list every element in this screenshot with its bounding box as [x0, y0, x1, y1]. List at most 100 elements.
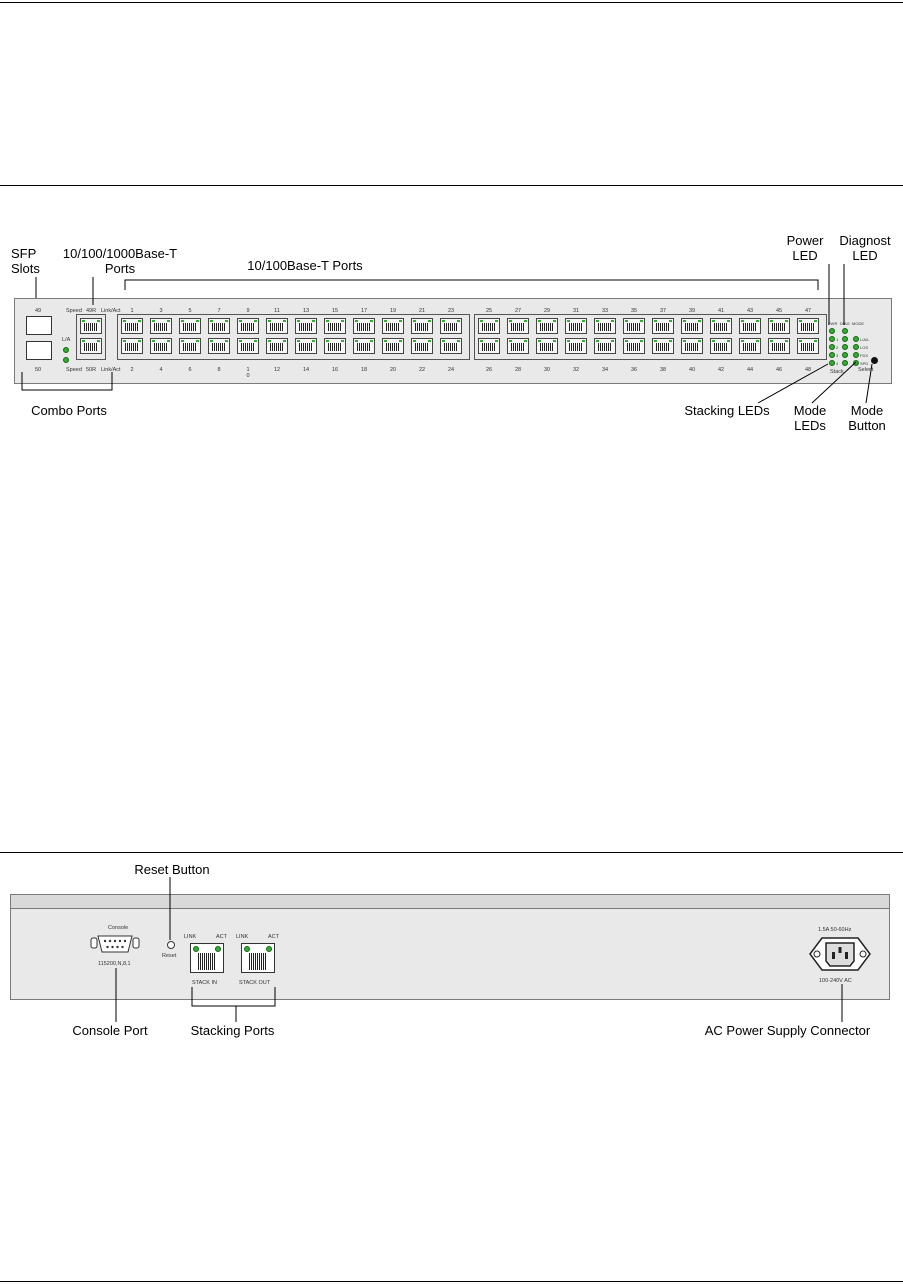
port-20[interactable]	[382, 338, 404, 354]
stack-led-3	[829, 352, 835, 358]
port-4[interactable]	[150, 338, 172, 354]
sfp-50-label: 50	[35, 367, 42, 373]
port-33[interactable]	[594, 318, 616, 334]
port-number-label: 15	[331, 308, 339, 314]
port-49r[interactable]	[80, 318, 102, 334]
sfp-50-led	[63, 357, 69, 363]
port-42[interactable]	[710, 338, 732, 354]
port-27[interactable]	[507, 318, 529, 334]
combo-ports-callout: Combo Ports	[31, 403, 107, 418]
speed-bottom-label: Speed	[66, 367, 82, 373]
port-41[interactable]	[710, 318, 732, 334]
port-number-label: 34	[601, 367, 609, 373]
port-34[interactable]	[594, 338, 616, 354]
stack-out-port[interactable]	[241, 943, 275, 973]
stack-led-label: 3	[836, 353, 839, 358]
port-21[interactable]	[411, 318, 433, 334]
mode-led-label: SPD	[860, 361, 869, 366]
port-25[interactable]	[478, 318, 500, 334]
port-40[interactable]	[681, 338, 703, 354]
sfp-slots-callout: SFP Slots	[11, 246, 40, 276]
port-11[interactable]	[266, 318, 288, 334]
rear-callout-lines	[115, 877, 843, 1022]
reset-button[interactable]	[167, 941, 175, 949]
gig-port-group	[76, 314, 106, 360]
sfp-slot-49[interactable]	[26, 316, 52, 335]
port-number-label: 1 0	[246, 367, 250, 379]
mode-led-label: LOS	[860, 345, 869, 350]
port-46[interactable]	[768, 338, 790, 354]
mode-led-los	[842, 344, 848, 350]
port-39[interactable]	[681, 318, 703, 334]
port-50r[interactable]	[80, 338, 102, 354]
port-38[interactable]	[652, 338, 674, 354]
power-led-callout: Power LED	[786, 233, 824, 263]
port-45[interactable]	[768, 318, 790, 334]
port-number-label: 45	[775, 308, 783, 314]
mode-led-fdx	[842, 352, 848, 358]
mode-indicator-led	[853, 336, 859, 342]
diag-led-callout: Diagnost LED	[839, 233, 891, 263]
port-5[interactable]	[179, 318, 201, 334]
port-2[interactable]	[121, 338, 143, 354]
port-22[interactable]	[411, 338, 433, 354]
port-48[interactable]	[797, 338, 819, 354]
port-28[interactable]	[507, 338, 529, 354]
port-number-label: 3	[159, 308, 163, 314]
link1-label: LINK	[184, 934, 197, 940]
section-rule-front	[0, 185, 903, 186]
port-6[interactable]	[179, 338, 201, 354]
port-3[interactable]	[150, 318, 172, 334]
voltage-label: 100-240V AC	[819, 978, 852, 984]
port-16[interactable]	[324, 338, 346, 354]
select-label: Select	[858, 367, 874, 373]
port-block-1-24	[117, 314, 470, 360]
port-number-label: 41	[717, 308, 725, 314]
port-37[interactable]	[652, 318, 674, 334]
port-1[interactable]	[121, 318, 143, 334]
mode-label: MODE	[852, 321, 864, 326]
console-port[interactable]	[90, 934, 140, 954]
port-26[interactable]	[478, 338, 500, 354]
port-30[interactable]	[536, 338, 558, 354]
port-32[interactable]	[565, 338, 587, 354]
port-10[interactable]	[237, 338, 259, 354]
port-36[interactable]	[623, 338, 645, 354]
port-9[interactable]	[237, 318, 259, 334]
sfp-slot-50[interactable]	[26, 341, 52, 360]
port-47[interactable]	[797, 318, 819, 334]
power-rating-label: 1.5A 50-60Hz	[818, 927, 852, 933]
port-12[interactable]	[266, 338, 288, 354]
port-31[interactable]	[565, 318, 587, 334]
port-number-label: 23	[447, 308, 455, 314]
port-19[interactable]	[382, 318, 404, 334]
stack-in-port[interactable]	[190, 943, 224, 973]
port-7[interactable]	[208, 318, 230, 334]
port-50r-label: 50R	[86, 367, 97, 373]
port-15[interactable]	[324, 318, 346, 334]
port-8[interactable]	[208, 338, 230, 354]
port-35[interactable]	[623, 318, 645, 334]
port-number-label: 30	[543, 367, 551, 373]
port-23[interactable]	[440, 318, 462, 334]
port-44[interactable]	[739, 338, 761, 354]
stack-led-2	[829, 344, 835, 350]
port-number-label: 8	[217, 367, 221, 373]
stack-out-label: STACK OUT	[239, 980, 271, 986]
port-number-label: 22	[418, 367, 426, 373]
stack-in-label: STACK IN	[192, 980, 217, 986]
stack-led-label: 1	[836, 337, 839, 342]
pwr-label: PWR	[828, 321, 838, 326]
port-13[interactable]	[295, 318, 317, 334]
port-29[interactable]	[536, 318, 558, 334]
port-number-label: 17	[360, 308, 368, 314]
port-14[interactable]	[295, 338, 317, 354]
port-18[interactable]	[353, 338, 375, 354]
mode-select-button[interactable]	[871, 357, 878, 364]
port-43[interactable]	[739, 318, 761, 334]
reset-button-callout: Reset Button	[134, 862, 210, 877]
ac-power-connector[interactable]	[806, 936, 874, 972]
linkact-bottom-label: Link/Act	[101, 367, 121, 373]
port-17[interactable]	[353, 318, 375, 334]
port-24[interactable]	[440, 338, 462, 354]
